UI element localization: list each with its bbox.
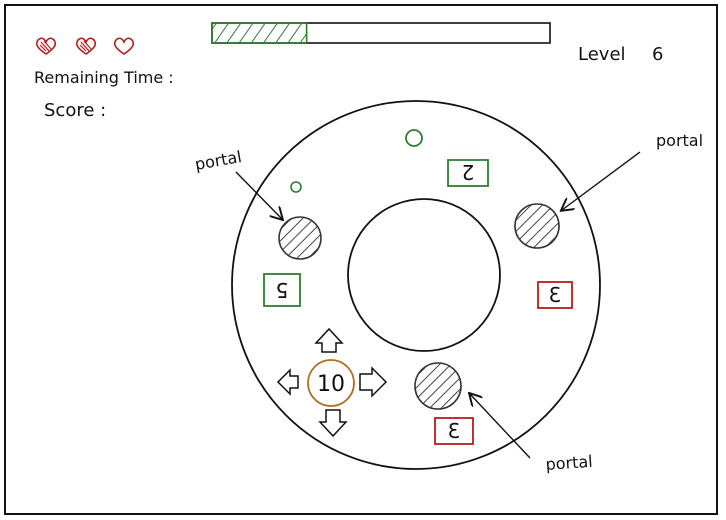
portal[interactable]	[278, 216, 322, 260]
up-arrow-icon[interactable]	[314, 327, 344, 353]
pellet	[290, 181, 302, 193]
empty-heart-icon	[113, 37, 135, 55]
time-bar-fill	[211, 22, 308, 44]
life-heart-icon	[35, 37, 57, 55]
portal-pointer-arrow	[235, 171, 282, 219]
portal[interactable]	[514, 203, 560, 249]
portal-label: portal	[193, 147, 243, 174]
number-tile[interactable]: 5	[263, 273, 301, 307]
right-arrow-icon[interactable]	[359, 366, 388, 398]
outer-ring	[231, 100, 601, 470]
portal[interactable]	[414, 362, 462, 410]
level-label: Level	[578, 44, 626, 65]
life-heart-icon	[75, 37, 97, 55]
time-bar	[211, 22, 551, 44]
left-arrow-icon[interactable]	[276, 368, 299, 396]
player-value: 10	[317, 372, 345, 397]
level-value: 6	[652, 44, 664, 65]
pellet	[405, 129, 423, 147]
tile-value: 3	[448, 419, 461, 443]
number-tile[interactable]: 2	[447, 159, 489, 187]
tile-value: 2	[462, 160, 475, 184]
number-tile[interactable]: 3	[537, 281, 573, 309]
tile-value: 3	[549, 283, 562, 307]
down-arrow-icon[interactable]	[318, 409, 348, 438]
remaining-time-label: Remaining Time :	[34, 68, 174, 87]
player[interactable]: 10	[307, 359, 355, 407]
portal-pointer-arrow	[562, 151, 641, 210]
score-label: Score :	[44, 100, 107, 121]
tile-value: 5	[276, 278, 289, 302]
portal-label: portal	[656, 131, 703, 150]
inner-ring	[347, 198, 501, 352]
portal-pointer-arrow	[470, 394, 531, 459]
number-tile[interactable]: 3	[434, 417, 474, 445]
portal-label: portal	[545, 452, 593, 474]
